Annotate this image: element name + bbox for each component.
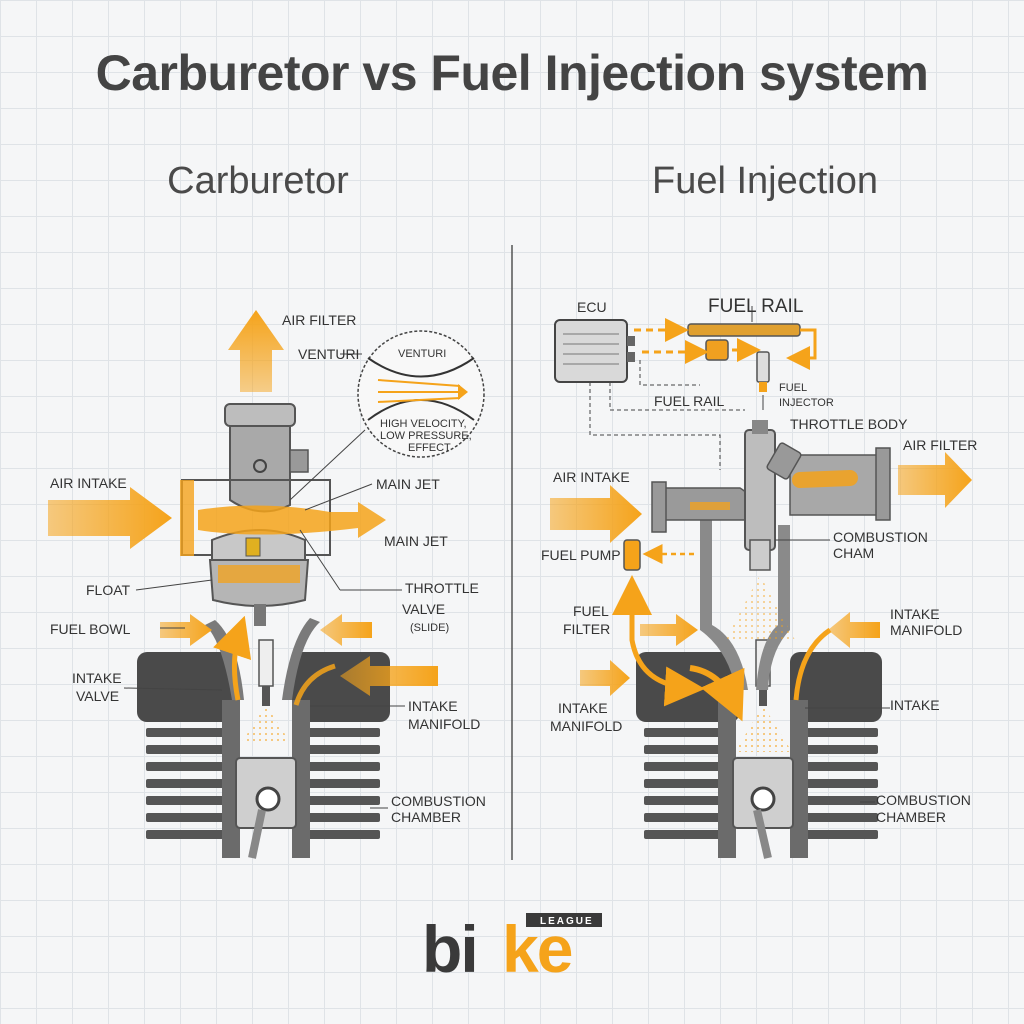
label-valve: VALVE [402, 601, 445, 617]
fuel-pump [623, 539, 641, 571]
label-intake-manifold-left-2: MANIFOLD [550, 718, 622, 734]
label-air-filter: AIR FILTER [282, 312, 356, 328]
air-filter-arrow [228, 310, 284, 392]
label-venturi-inset: VENTURI [398, 348, 446, 360]
logo-bi: bi [422, 912, 477, 985]
venturi-flow-arrow [198, 502, 386, 538]
label-intake-valve-2: VALVE [76, 688, 119, 704]
label-intake-manifold-left-1: INTAKE [558, 700, 608, 716]
label-combustion-fi-1: COMBUSTION [876, 792, 971, 808]
label-fuel-injector-1: FUEL [779, 382, 807, 394]
carburetor-body [180, 403, 331, 626]
ecu-signal-lines [589, 360, 745, 470]
label-float: FLOAT [86, 582, 131, 598]
label-low-pressure: LOW PRESSURE, [380, 430, 472, 442]
label-intake: INTAKE [890, 697, 940, 713]
label-air-filter-fi: AIR FILTER [903, 437, 977, 453]
label-combustion-cham-1: COMBUSTION [833, 529, 928, 545]
label-throttle: THROTTLE [405, 580, 479, 596]
carburetor-leader-lines [123, 353, 405, 809]
air-intake-arrow-fi [550, 485, 642, 543]
fuel-injection-flow-arrows [550, 318, 972, 722]
label-fuel-filter-2: FILTER [563, 621, 610, 637]
carburetor-flow-arrows [48, 310, 438, 706]
label-combustion-1: COMBUSTION [391, 793, 486, 809]
fuel-injection-leader-lines [751, 306, 890, 803]
label-fuel-bowl: FUEL BOWL [50, 621, 131, 637]
carburetor-engine [137, 618, 390, 859]
venturi-inset [357, 330, 485, 458]
label-intake-manifold-right-2: MANIFOLD [890, 622, 962, 638]
fuel-injection-heading: Fuel Injection [651, 160, 878, 202]
label-fuel-pump: FUEL PUMP [541, 547, 621, 563]
label-venturi: VENTURI [298, 346, 359, 362]
fuel-rail [687, 323, 801, 392]
carburetor-heading: Carburetor [167, 160, 349, 202]
label-intake-manifold-2: MANIFOLD [408, 716, 480, 732]
page-title: Carburetor vs Fuel Injection system [95, 45, 929, 101]
label-combustion-2: CHAMBER [391, 809, 461, 825]
label-effect: EFFECT [408, 442, 451, 454]
label-air-intake-fi: AIR INTAKE [553, 469, 630, 485]
label-air-intake: AIR INTAKE [50, 475, 127, 491]
label-intake-valve-1: INTAKE [72, 670, 122, 686]
bike-league-logo: bi ke LEAGUE [422, 912, 602, 985]
logo-league: LEAGUE [540, 916, 594, 927]
label-combustion-fi-2: CHAMBER [876, 809, 946, 825]
label-intake-manifold-right-1: INTAKE [890, 606, 940, 622]
label-fuel-rail-top: FUEL RAIL [708, 296, 803, 317]
air-filter-arrow-fi [898, 452, 972, 508]
label-fuel-rail: FUEL RAIL [654, 393, 724, 409]
label-throttle-body: THROTTLE BODY [790, 416, 908, 432]
label-main-jet-lower: MAIN JET [384, 533, 448, 549]
ecu-unit [554, 319, 635, 383]
label-fuel-injector-2: INJECTOR [779, 397, 834, 409]
label-intake-manifold-1: INTAKE [408, 698, 458, 714]
label-fuel-filter-1: FUEL [573, 603, 609, 619]
label-combustion-cham-2: CHAM [833, 545, 874, 561]
label-slide: (SLIDE) [410, 622, 449, 634]
label-high-velocity: HIGH VELOCITY, [380, 418, 467, 430]
label-ecu: ECU [577, 299, 607, 315]
label-main-jet-upper: MAIN JET [376, 476, 440, 492]
air-intake-arrow [48, 487, 172, 549]
